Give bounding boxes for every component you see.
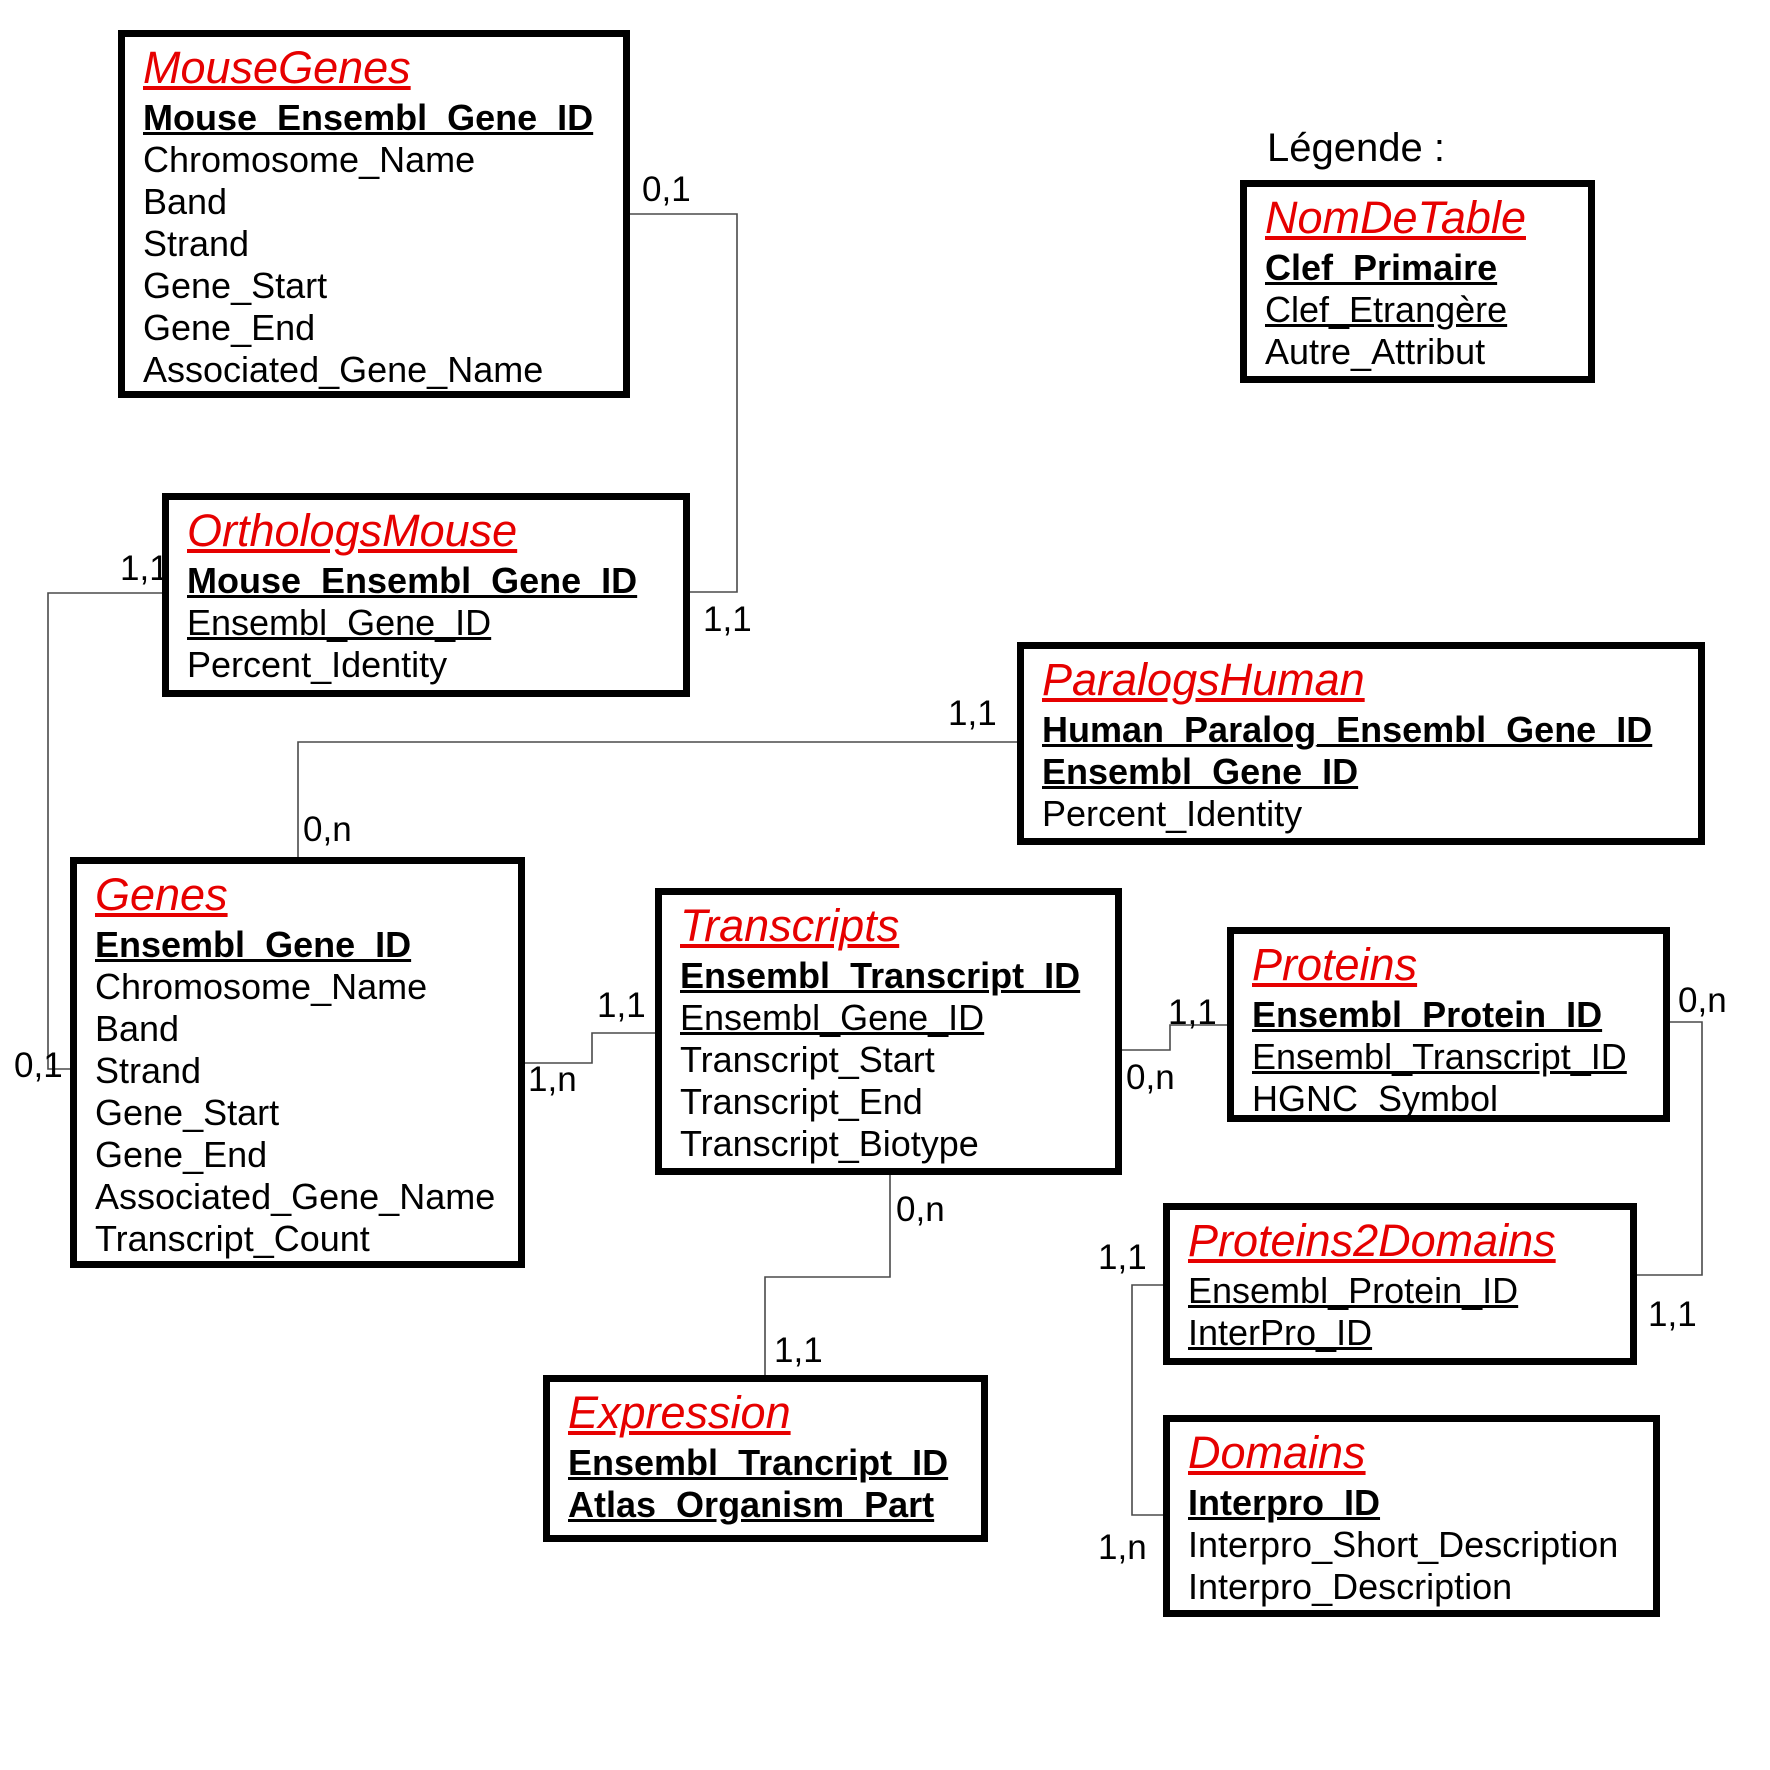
card-proteins-right: 0,n xyxy=(1678,981,1727,1020)
field-Strand: Strand xyxy=(143,222,250,264)
field-Ensembl_Trancript_ID: Ensembl_Trancript_ID xyxy=(568,1441,949,1483)
field-Gene_Start: Gene_Start xyxy=(95,1091,280,1133)
field-Ensembl_Gene_ID: Ensembl_Gene_ID xyxy=(680,996,985,1038)
table-title-Proteins2Domains: Proteins2Domains xyxy=(1188,1215,1556,1266)
field-Band: Band xyxy=(95,1007,180,1049)
card-mousegenes-side: 0,1 xyxy=(642,170,691,209)
field-HGNC_Symbol: HGNC_Symbol xyxy=(1252,1077,1499,1119)
card-paralogshuman-left: 1,1 xyxy=(948,694,997,733)
field-Ensembl_Transcript_ID: Ensembl_Transcript_ID xyxy=(680,954,1081,996)
table-title-Genes: Genes xyxy=(95,869,228,920)
rel-mousegenes-orthologsmouse xyxy=(630,213,738,593)
rel-paralogshuman-genes xyxy=(297,741,1017,857)
table-title-OrthologsMouse: OrthologsMouse xyxy=(187,505,518,556)
field-Ensembl_Protein_ID: Ensembl_Protein_ID xyxy=(1252,993,1603,1035)
card-expression-top: 1,1 xyxy=(774,1331,823,1370)
card-proteins2domains-right: 1,1 xyxy=(1648,1295,1697,1334)
card-orthologsmouse-left: 1,1 xyxy=(120,549,169,588)
field-Transcript_Start: Transcript_Start xyxy=(680,1038,935,1080)
field-Ensembl_Gene_ID: Ensembl_Gene_ID xyxy=(95,923,412,965)
table-title-Domains: Domains xyxy=(1188,1427,1366,1478)
rel-genes-transcripts xyxy=(525,1032,655,1064)
card-transcripts-right: 0,n xyxy=(1126,1058,1175,1097)
card-genes-top: 0,n xyxy=(303,810,352,849)
field-Human_Paralog_Ensembl_Gene_ID: Human_Paralog_Ensembl_Gene_ID xyxy=(1042,708,1653,750)
card-proteins2domains-left: 1,1 xyxy=(1098,1238,1147,1277)
field-Associated_Gene_Name: Associated_Gene_Name xyxy=(95,1175,496,1217)
field-Ensembl_Protein_ID: Ensembl_Protein_ID xyxy=(1188,1269,1519,1311)
field-Mouse_Ensembl_Gene_ID: Mouse_Ensembl_Gene_ID xyxy=(143,96,594,138)
field-Ensembl_Gene_ID: Ensembl_Gene_ID xyxy=(187,601,492,643)
card-transcripts-bottom: 0,n xyxy=(896,1190,945,1229)
card-proteins-left: 1,1 xyxy=(1168,993,1217,1032)
rel-proteins2domains-domains xyxy=(1131,1284,1163,1516)
table-title-Transcripts: Transcripts xyxy=(680,900,900,951)
table-title-Proteins: Proteins xyxy=(1252,939,1418,990)
field-Transcript_Biotype: Transcript_Biotype xyxy=(680,1122,979,1164)
field-Associated_Gene_Name: Associated_Gene_Name xyxy=(143,348,544,390)
table-title-Expression: Expression xyxy=(568,1387,791,1438)
field-Gene_End: Gene_End xyxy=(95,1133,268,1175)
field-Strand: Strand xyxy=(95,1049,202,1091)
field-Interpro_Short_Description: Interpro_Short_Description xyxy=(1188,1523,1619,1565)
card-genes-right: 1,n xyxy=(528,1060,577,1099)
rel-orthologsmouse-genes xyxy=(47,592,162,1070)
table-title-NomDeTable: NomDeTable xyxy=(1265,192,1526,243)
rel-proteins-proteins2domains xyxy=(1637,1021,1703,1276)
card-transcripts-left: 1,1 xyxy=(597,986,646,1025)
field-Clef_Primaire: Clef_Primaire xyxy=(1265,246,1498,288)
field-Clef_Etrangère: Clef_Etrangère xyxy=(1265,288,1508,330)
field-Transcript_End: Transcript_End xyxy=(680,1080,923,1122)
field-Interpro_ID: Interpro_ID xyxy=(1188,1481,1381,1523)
field-Atlas_Organism_Part: Atlas_Organism_Part xyxy=(568,1483,935,1525)
card-orthologsmouse-right: 1,1 xyxy=(703,600,752,639)
field-Percent_Identity: Percent_Identity xyxy=(187,643,448,685)
legend-heading: Légende : xyxy=(1267,126,1445,170)
field-InterPro_ID: InterPro_ID xyxy=(1188,1311,1373,1353)
field-Percent_Identity: Percent_Identity xyxy=(1042,792,1303,834)
field-Band: Band xyxy=(143,180,228,222)
field-Chromosome_Name: Chromosome_Name xyxy=(143,138,476,180)
field-Interpro_Description: Interpro_Description xyxy=(1188,1565,1513,1607)
field-Autre_Attribut: Autre_Attribut xyxy=(1265,330,1486,372)
field-Ensembl_Gene_ID: Ensembl_Gene_ID xyxy=(1042,750,1359,792)
table-title-ParalogsHuman: ParalogsHuman xyxy=(1042,654,1365,705)
table-title-MouseGenes: MouseGenes xyxy=(143,42,411,93)
field-Ensembl_Transcript_ID: Ensembl_Transcript_ID xyxy=(1252,1035,1627,1077)
field-Transcript_Count: Transcript_Count xyxy=(95,1217,370,1259)
field-Mouse_Ensembl_Gene_ID: Mouse_Ensembl_Gene_ID xyxy=(187,559,638,601)
field-Chromosome_Name: Chromosome_Name xyxy=(95,965,428,1007)
field-Gene_End: Gene_End xyxy=(143,306,316,348)
card-genes-left: 0,1 xyxy=(14,1046,63,1085)
field-Gene_Start: Gene_Start xyxy=(143,264,328,306)
card-domains-left: 1,n xyxy=(1098,1528,1147,1567)
rel-transcripts-expression xyxy=(764,1175,891,1375)
rel-transcripts-proteins xyxy=(1122,1024,1227,1051)
